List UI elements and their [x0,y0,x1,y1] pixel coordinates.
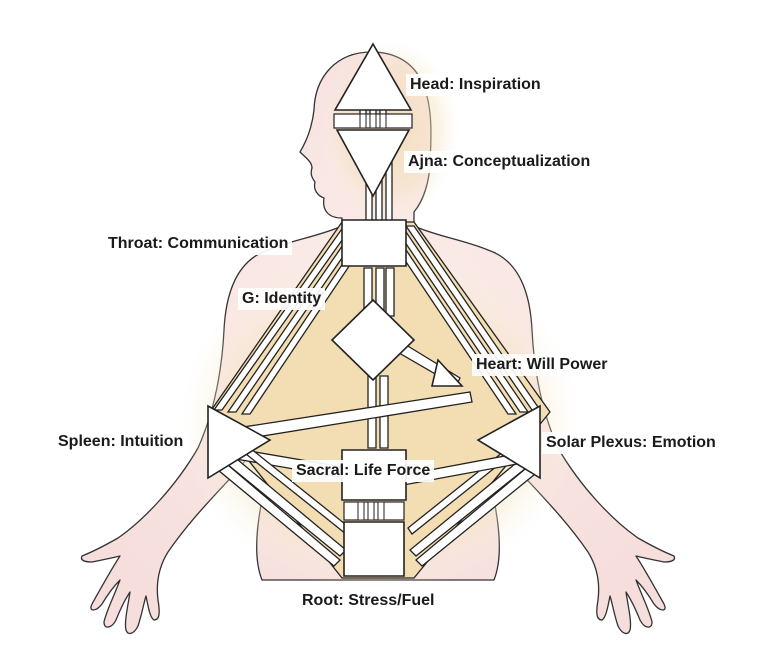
throat-center [341,219,407,267]
label-solar-plexus: Solar Plexus: Emotion [542,432,720,454]
label-spleen: Spleen: Intuition [54,431,188,453]
label-head: Head: Inspiration [406,74,545,96]
channels [212,99,542,567]
label-root: Root: Stress/Fuel [298,590,439,612]
gate-notches [357,113,387,521]
root-center [343,521,405,577]
spleen-center [207,404,272,480]
head-center [333,42,413,111]
label-sacral: Sacral: Life Force [292,460,435,482]
label-g: G: Identity [238,288,326,310]
label-heart: Heart: Will Power [472,354,612,376]
label-throat: Throat: Communication [104,233,293,255]
label-ajna: Ajna: Conceptualization [404,151,595,173]
heart-center [430,358,464,387]
ajna-center [335,129,411,198]
solar-plexus-center [476,404,541,480]
g-center [330,298,416,382]
